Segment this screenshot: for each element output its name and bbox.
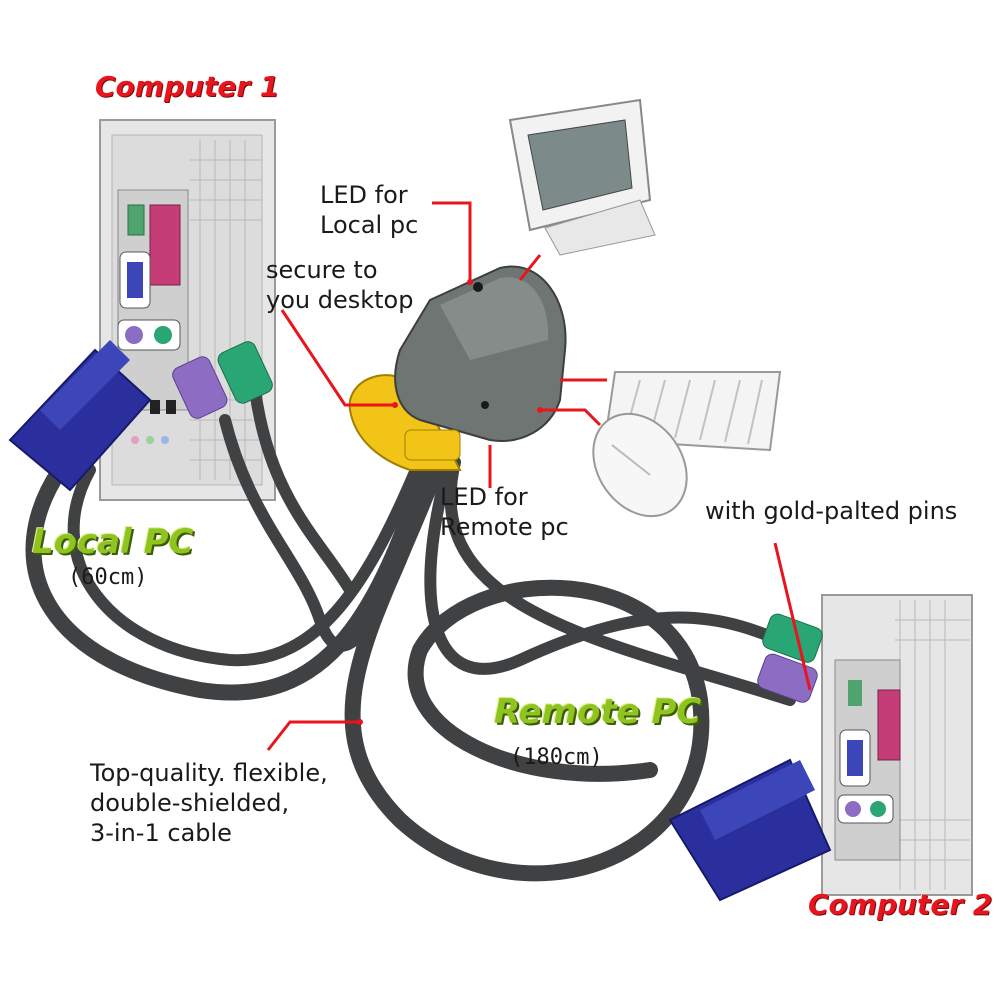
led-local-indicator bbox=[473, 282, 483, 292]
leader-dot-cable bbox=[357, 719, 363, 725]
kvm-switch bbox=[348, 265, 567, 471]
callout-secure: secure to you desktop bbox=[266, 256, 414, 314]
callout-led-remote: LED for Remote pc bbox=[440, 483, 569, 541]
leader-dot-mouse bbox=[537, 407, 543, 413]
callout-gold-pins: with gold-palted pins bbox=[705, 497, 958, 525]
remote-pc-title: Remote PC bbox=[494, 692, 702, 732]
leader-mouse bbox=[540, 408, 602, 427]
remote-cable-length: (180cm) bbox=[510, 745, 603, 770]
mouse bbox=[592, 412, 688, 518]
cables bbox=[25, 384, 806, 882]
computer-1-tower bbox=[99, 119, 276, 501]
callout-led-local: LED for Local pc bbox=[320, 181, 419, 239]
leader-lines bbox=[266, 201, 812, 751]
computer-1-title: Computer 1 bbox=[95, 70, 280, 103]
leader-secure bbox=[280, 309, 395, 407]
callout-cable: Top-quality. flexible, double-shielded, … bbox=[90, 759, 328, 847]
leader-monitor bbox=[518, 254, 542, 281]
vga-connector-remote bbox=[668, 758, 832, 902]
local-cable-length: (60cm) bbox=[68, 565, 148, 590]
vga-connector-local bbox=[8, 340, 152, 492]
ps2-connector-remote-green bbox=[762, 613, 823, 663]
local-pc-title: Local PC bbox=[32, 522, 194, 562]
leader-led-local bbox=[432, 201, 472, 280]
computer-2-title: Computer 2 bbox=[808, 888, 993, 921]
led-remote-indicator bbox=[481, 401, 489, 409]
leader-gold-pins bbox=[773, 542, 812, 691]
leader-dot-led-local bbox=[467, 279, 473, 285]
ps2-connector-local-green bbox=[217, 341, 273, 404]
leader-dot-secure bbox=[392, 402, 398, 408]
leader-cable bbox=[266, 720, 360, 751]
computer-2-tower bbox=[821, 594, 973, 896]
ps2-connector-local-purple bbox=[172, 356, 228, 419]
ps2-connector-remote-purple bbox=[757, 653, 818, 703]
monitor bbox=[508, 98, 656, 256]
